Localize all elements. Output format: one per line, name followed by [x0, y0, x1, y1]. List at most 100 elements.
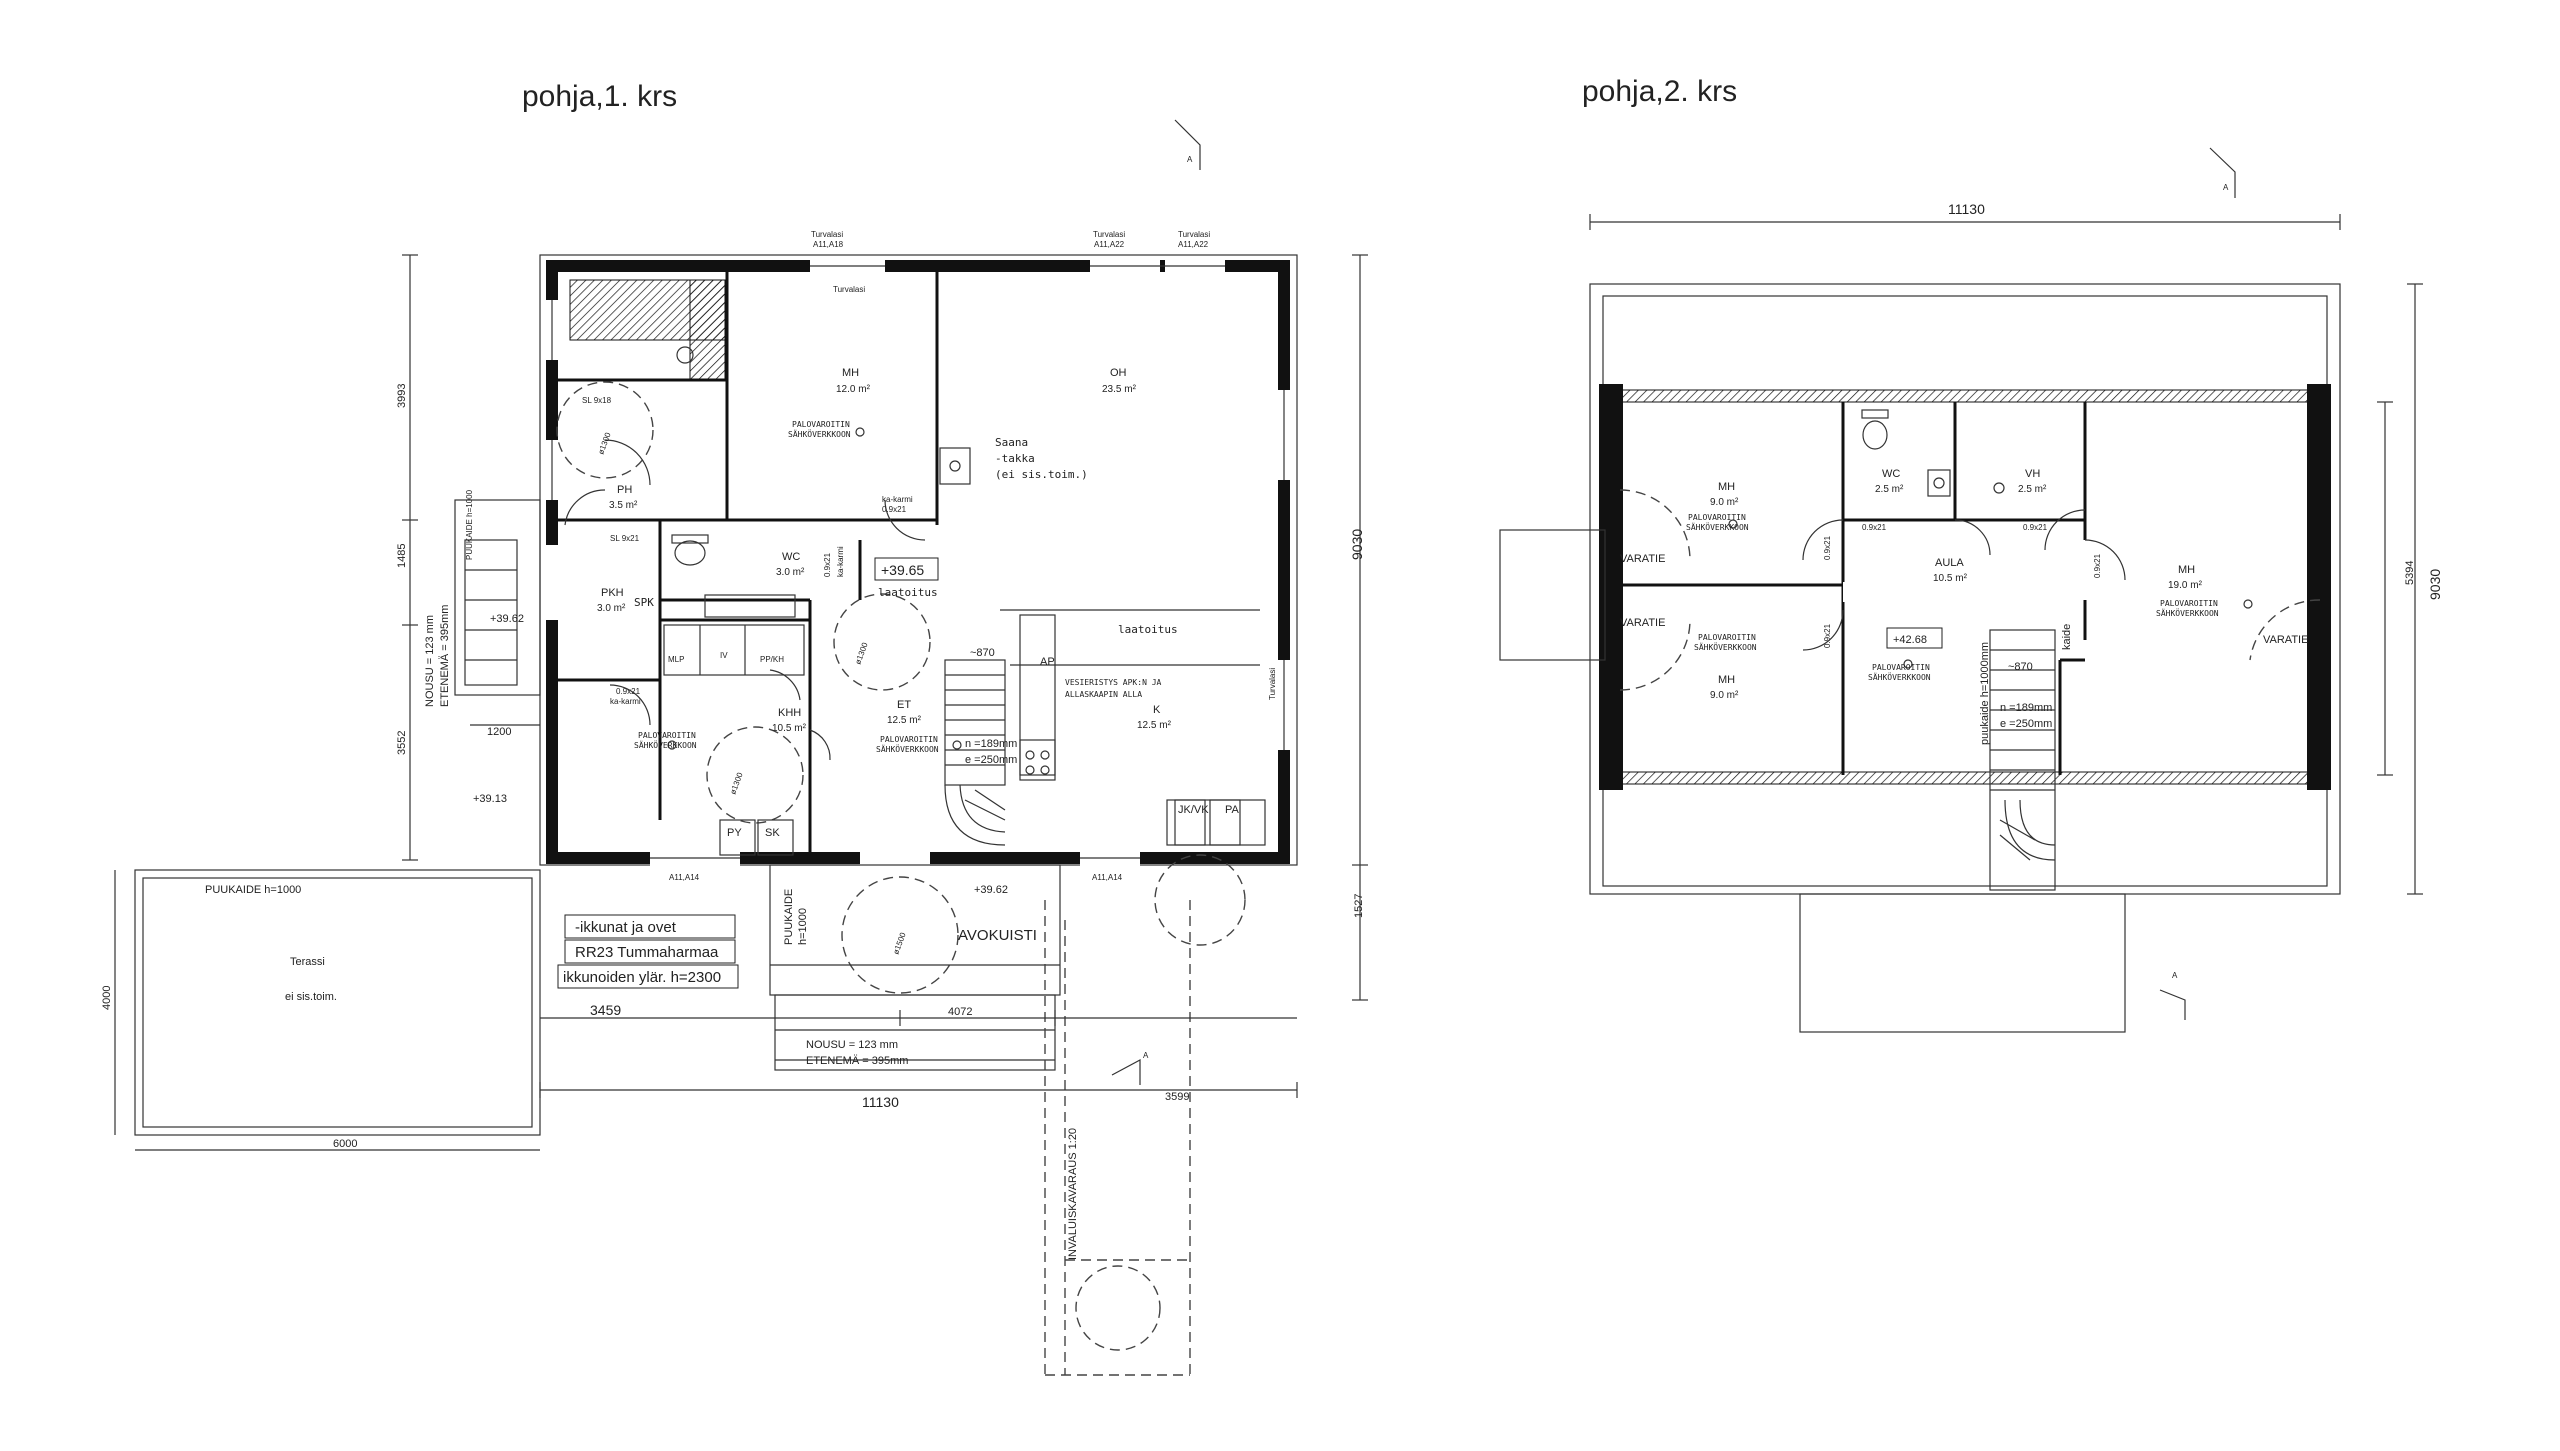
- fireplace-label: Saana: [995, 436, 1028, 449]
- room-name: PH: [617, 484, 632, 496]
- jkvk-label: JK/VK: [1178, 804, 1209, 816]
- room-area: 12.5 m²: [1137, 720, 1172, 731]
- dimension-label: 3459: [590, 1002, 621, 1018]
- level-mark: +39.65: [881, 562, 924, 578]
- stair-label: ~870: [2008, 661, 2033, 673]
- py-box: [719, 819, 756, 856]
- pa-label: PA: [1225, 804, 1240, 816]
- room-area: 2.5 m²: [1875, 484, 1904, 495]
- room-area: 12.0 m²: [836, 384, 871, 395]
- circle-label: ø1500: [891, 931, 907, 956]
- appliance-label: IV: [720, 651, 728, 660]
- room-name: MH: [842, 367, 859, 379]
- floor1-title: pohja,1. krs: [522, 80, 677, 113]
- window-note: ikkunoiden ylär. h=2300: [563, 969, 721, 986]
- railing-label: puukaide h=1000mm: [1979, 642, 1991, 745]
- door-label: 0.9x21: [1823, 535, 1832, 560]
- door-label: 0.9x21: [2023, 523, 2048, 532]
- smoke-detector-label: PALOVAROITIN: [2160, 599, 2218, 608]
- room-name: KHH: [778, 707, 801, 719]
- fireplace-label: (ei sis.toim.): [995, 468, 1088, 481]
- window-label: Turvalasi: [811, 230, 843, 239]
- room-name: AULA: [1935, 557, 1964, 569]
- turning-circle: [556, 381, 654, 479]
- window-gap: [545, 300, 561, 360]
- smoke-detector-label: SÄHKÖVERKKOON: [1868, 672, 1931, 682]
- door-label: 0.9x21: [1862, 523, 1887, 532]
- room-area: 9.0 m²: [1710, 497, 1739, 508]
- waterproofing-label: ALLASKAAPIN ALLA: [1065, 690, 1142, 699]
- room-area: 3.5 m²: [609, 500, 638, 511]
- window-note: RR23 Tummaharmaa: [575, 944, 719, 961]
- dimension-label: 1485: [396, 544, 408, 568]
- dimension-label: 3552: [396, 731, 408, 755]
- step-label: NOUSU = 123 mm: [806, 1039, 898, 1051]
- floor2-side-dormer: [1499, 529, 1606, 661]
- room-area: 10.5 m²: [1933, 573, 1968, 584]
- door-label: ka-karmi: [610, 697, 641, 706]
- turning-circle: [706, 726, 804, 824]
- dimension-label: 1527: [1353, 894, 1365, 918]
- railing-label: PUUKAIDE h=1000: [205, 884, 301, 896]
- smoke-detector-label: SÄHKÖVERKKOON: [788, 429, 851, 439]
- floor2-eave-outline: [1589, 283, 2341, 895]
- dimension-label: 9030: [1349, 529, 1365, 560]
- window-label: A11,A14: [1092, 873, 1123, 882]
- section-marker: A: [2172, 971, 2178, 980]
- smoke-detector-label: PALOVAROITIN: [1698, 633, 1756, 642]
- door-label: 0.9x21: [2093, 553, 2102, 578]
- smoke-detector-label: PALOVAROITIN: [792, 420, 850, 429]
- circle-label: ø1300: [596, 431, 612, 456]
- step-label: ETENEMÄ = 395mm: [806, 1055, 908, 1067]
- dimension-label: 4072: [948, 1006, 972, 1018]
- door-label: SL 9x21: [610, 534, 640, 543]
- dimension-label: 1200: [487, 726, 511, 738]
- ap-label: AP: [1040, 656, 1055, 668]
- room-name: MH: [2178, 564, 2195, 576]
- floor2-knee-wall: [1604, 389, 2326, 403]
- stair-label: e =250mm: [965, 754, 1017, 766]
- sk-box: [757, 819, 794, 856]
- section-marker: A: [1187, 155, 1193, 164]
- dimension-label: 11130: [862, 1094, 899, 1110]
- sauna-bench: [689, 279, 726, 381]
- section-marker: A: [2223, 183, 2229, 192]
- floor1-entry-ramp: [454, 499, 541, 696]
- circle-label: ø1300: [853, 641, 869, 666]
- sk-label: SK: [765, 827, 780, 839]
- room-name: MH: [1718, 481, 1735, 493]
- room-name: PKH: [601, 587, 624, 599]
- fireplace-label: -takka: [995, 452, 1035, 465]
- door-gap: [545, 545, 561, 620]
- dimension-label: 4000: [101, 986, 113, 1010]
- room-area: 10.5 m²: [772, 723, 807, 734]
- floor2-plan: [1499, 147, 2423, 1033]
- terrace-label: Terassi: [290, 956, 325, 968]
- floor1-text: MH 12.0 m² OH 23.5 m² PH 3.5 m² WC 3.0 m…: [101, 155, 1365, 1260]
- dimension-label: 6000: [333, 1138, 357, 1150]
- window-note: -ikkunat ja ovet: [575, 919, 677, 936]
- window-gap: [545, 440, 561, 500]
- door-label: ka-karmi: [836, 546, 845, 577]
- step-label: NOUSU = 123 mm: [424, 615, 436, 707]
- window-label: A11,A22: [1178, 240, 1209, 249]
- appliance-label: PP/KH: [760, 655, 784, 664]
- floor2-text: MH 9.0 m² WC 2.5 m² VH 2.5 m² AULA 10.5 …: [1620, 183, 2443, 980]
- smoke-detector-label: SÄHKÖVERKKOON: [1694, 642, 1757, 652]
- egress-label: VARATIE: [1620, 617, 1665, 629]
- window-label: A11,A22: [1094, 240, 1125, 249]
- window-label: Turvalasi: [1268, 668, 1277, 700]
- ramp-reserve-label: INVALUISKAVARAUS 1:20: [1067, 1128, 1079, 1260]
- circle-label: ø1300: [728, 771, 744, 796]
- window-label: Turvalasi: [833, 285, 865, 294]
- dimension-label: 5394: [2404, 561, 2416, 585]
- terrace-label: ei sis.toim.: [285, 991, 337, 1003]
- turning-circle: [841, 876, 959, 994]
- room-name: WC: [1882, 468, 1900, 480]
- smoke-detector-label: SÄHKÖVERKKOON: [1686, 522, 1749, 532]
- level-mark: +39.62: [974, 884, 1008, 896]
- railing-label: PUUKAIDE: [783, 889, 795, 945]
- fireplace-icon: [939, 447, 971, 485]
